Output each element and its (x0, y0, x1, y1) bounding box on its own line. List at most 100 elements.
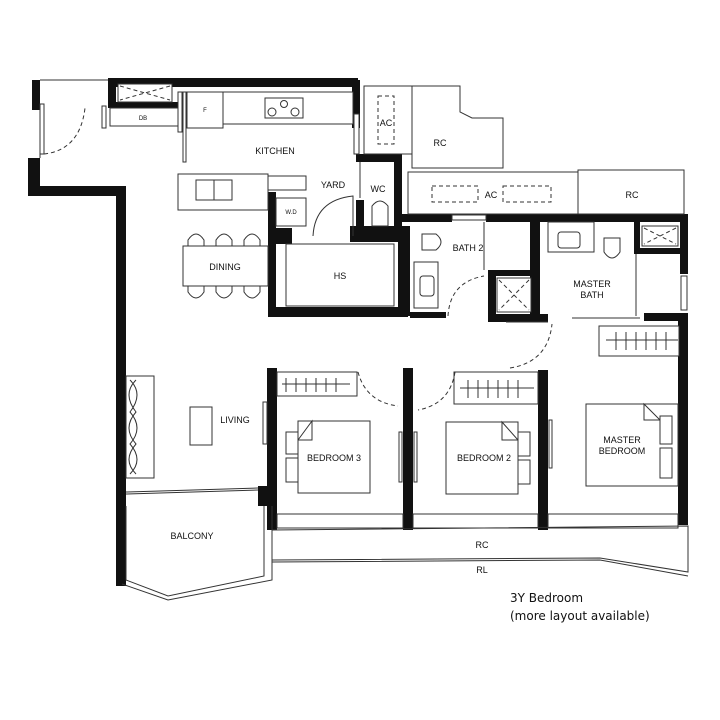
wall (268, 307, 408, 317)
ac-unit (431, 185, 479, 203)
door-jamb (101, 105, 107, 129)
entry-door-leaf (39, 103, 45, 155)
wall (538, 370, 548, 530)
ac-top-label: AC (380, 118, 393, 128)
nightstand (285, 457, 299, 483)
wall (28, 186, 126, 196)
hs-label: HS (334, 271, 347, 281)
wc-label: WC (371, 184, 386, 194)
nightstand (659, 447, 673, 479)
balcony-label: BALCONY (170, 531, 213, 541)
rc-top-label: RC (434, 138, 447, 148)
vanity (547, 221, 595, 253)
sofa-cushions (128, 379, 137, 475)
wall (398, 226, 410, 316)
nightstand (659, 415, 673, 445)
balcony-outline (125, 506, 265, 597)
wall (116, 186, 126, 586)
door-swing (43, 107, 86, 155)
cross (498, 279, 530, 311)
bed-fold (643, 402, 662, 421)
burner-icon (267, 107, 277, 117)
wardrobe-hangers (606, 332, 678, 350)
chair-icon (187, 286, 205, 299)
bath2-door-swing (447, 275, 485, 317)
coffee-table (189, 406, 213, 446)
window (398, 431, 403, 483)
chair-icon (215, 233, 233, 246)
wall (402, 214, 452, 222)
wall (403, 368, 413, 530)
wall (486, 214, 686, 222)
window (262, 401, 268, 445)
wall (634, 248, 686, 254)
toilet-icon (603, 237, 621, 259)
wall (530, 218, 540, 322)
fridge (186, 91, 224, 129)
basin-icon (419, 275, 435, 297)
kitchen-sliding-door (177, 91, 183, 133)
wall (28, 158, 40, 194)
chair-icon (187, 233, 205, 246)
wall (644, 313, 688, 321)
cross (643, 227, 677, 245)
dining-label: DINING (209, 262, 241, 272)
yard-label: YARD (321, 180, 346, 190)
bedroom3-label: BEDROOM 3 (307, 453, 361, 463)
window (548, 419, 553, 469)
nightstand (517, 459, 531, 485)
master-bath-label-2: BATH (580, 290, 603, 300)
db-label: DB (139, 116, 147, 122)
rc-ledge-right (577, 169, 685, 215)
wall (678, 313, 688, 525)
rc-ledge (411, 85, 504, 169)
wall (108, 102, 178, 108)
sink (195, 179, 215, 201)
chair-icon (215, 286, 233, 299)
wall (680, 214, 688, 274)
kitchen-label: KITCHEN (255, 146, 295, 156)
storage-cabinet (117, 83, 173, 103)
rc-bottom-label: RC (476, 540, 489, 550)
sofa (125, 375, 155, 479)
wall (488, 270, 538, 276)
island-extension (267, 175, 307, 191)
wardrobe (598, 325, 680, 357)
wall (258, 486, 268, 506)
bed (445, 421, 519, 495)
sink (213, 179, 233, 201)
washer-dryer (275, 197, 307, 227)
caption-title: 3Y Bedroom (510, 591, 584, 605)
wall (488, 314, 548, 322)
wall (356, 154, 402, 162)
master-bedroom-label-2: BEDROOM (599, 446, 646, 456)
bed-fold (297, 419, 313, 441)
cross (119, 85, 171, 101)
rl-bottom-label: RL (476, 565, 488, 575)
wall (108, 78, 116, 108)
bath2-window (451, 214, 487, 221)
caption-subtitle: (more layout available) (510, 609, 650, 623)
ac-mid-label: AC (485, 190, 498, 200)
bath2-label: BATH 2 (453, 243, 484, 253)
wall (634, 214, 640, 254)
chair-icon (243, 286, 261, 299)
wall (352, 80, 360, 128)
window (413, 431, 418, 483)
wall (108, 78, 358, 87)
corridor-door-swing (509, 323, 553, 369)
household-shelter (285, 243, 395, 307)
burner-icon (280, 100, 288, 108)
dining-table (182, 245, 269, 287)
wall (267, 368, 277, 530)
ac-unit (502, 185, 552, 203)
wall (32, 80, 40, 110)
cross (119, 85, 171, 101)
wall (268, 228, 292, 244)
master-bedroom-window (547, 513, 679, 529)
bed (297, 420, 371, 494)
bedroom2-label: BEDROOM 2 (457, 453, 511, 463)
sofa-cushions (129, 379, 138, 475)
master-bath-label-1: MASTER (573, 279, 611, 289)
